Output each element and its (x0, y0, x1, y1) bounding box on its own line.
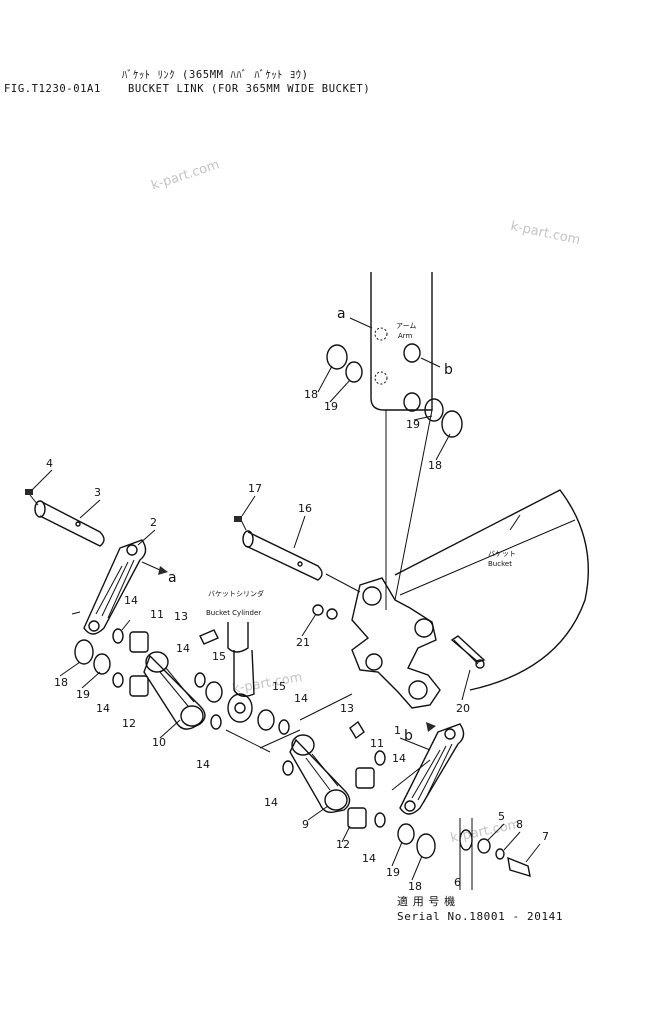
callout-12: 12 (336, 838, 350, 851)
callout-14: 14 (362, 852, 376, 865)
callout-11: 11 (370, 737, 384, 750)
cylinder-label: Bucket Cylinder (206, 609, 261, 617)
link-plate-1-drawing (399, 722, 465, 815)
figure-title: BUCKET LINK (FOR 365MM WIDE BUCKET) (128, 83, 371, 95)
callout-17: 17 (248, 482, 262, 495)
bushings-drawing (112, 628, 386, 829)
ref-b-bottom: b (404, 728, 413, 744)
callout-10: 10 (152, 736, 166, 749)
retainer-parts-drawing (459, 818, 531, 890)
callout-13: 13 (174, 610, 188, 623)
bucket-label: Bucket (488, 560, 512, 568)
callout-18: 18 (54, 676, 68, 689)
pin-3-drawing (25, 489, 105, 547)
callout-19: 19 (76, 688, 90, 701)
callout-19: 19 (386, 866, 400, 879)
callout-4: 4 (46, 457, 53, 470)
callout-3: 3 (94, 486, 101, 499)
callout-18: 18 (304, 388, 318, 401)
callout-19: 19 (406, 418, 420, 431)
callout-14: 14 (176, 642, 190, 655)
figure-id: FIG.T1230-01A1 (4, 83, 101, 95)
callout-2: 2 (150, 516, 157, 529)
callout-18: 18 (408, 880, 422, 893)
arm-label: Arm (398, 332, 413, 340)
link-10-drawing (143, 651, 206, 730)
bucket-drawing (351, 489, 589, 709)
link-9-drawing (289, 734, 351, 814)
nuts-21-drawing (312, 604, 338, 620)
callout-1: 1 (394, 724, 401, 737)
callout-14: 14 (294, 692, 308, 705)
ref-a-top: a (337, 306, 346, 322)
link-plate-2-drawing (71, 539, 168, 635)
ref-a-left: a (168, 570, 177, 586)
callout-15: 15 (272, 680, 286, 693)
leader-lines (31, 365, 541, 881)
callout-20: 20 (456, 702, 470, 715)
pin-16-drawing (234, 516, 361, 593)
callout-21: 21 (296, 636, 310, 649)
washers-drawing (74, 639, 436, 859)
ref-b-top: b (444, 362, 453, 378)
callout-14: 14 (264, 796, 278, 809)
cylinder-label-jp: バケットシリンダ (208, 589, 264, 598)
callout-8: 8 (516, 818, 523, 831)
bolt-20-drawing (450, 635, 486, 663)
callout-14: 14 (124, 594, 138, 607)
grease-fittings-drawing (199, 629, 365, 740)
bucket-label-jp: バケット (488, 550, 516, 558)
bucket-cylinder-drawing (227, 622, 255, 723)
callout-11: 11 (150, 608, 164, 621)
callout-13: 13 (340, 702, 354, 715)
arm-drawing (326, 272, 463, 610)
callout-14: 14 (96, 702, 110, 715)
callout-19: 19 (324, 400, 338, 413)
callout-14: 14 (392, 752, 406, 765)
callout-18: 18 (428, 459, 442, 472)
callout-14: 14 (196, 758, 210, 771)
callout-15: 15 (212, 650, 226, 663)
serial-range: Serial No.18001 - 20141 (397, 910, 564, 923)
jp-title: ﾊﾞｹｯﾄ ﾘﾝｸ (365MM ﾊﾊﾞ ﾊﾞｹｯﾄ ﾖｳ) (122, 69, 309, 81)
applicable-models-label: 適 用 号 機 (397, 895, 456, 908)
connector-lines (225, 693, 431, 791)
callout-5: 5 (498, 810, 505, 823)
callout-16: 16 (298, 502, 312, 515)
arm-label-jp: アーム (396, 322, 416, 330)
callout-9: 9 (302, 818, 309, 831)
callout-6: 6 (454, 876, 461, 889)
callout-7: 7 (542, 830, 549, 843)
callout-12: 12 (122, 717, 136, 730)
